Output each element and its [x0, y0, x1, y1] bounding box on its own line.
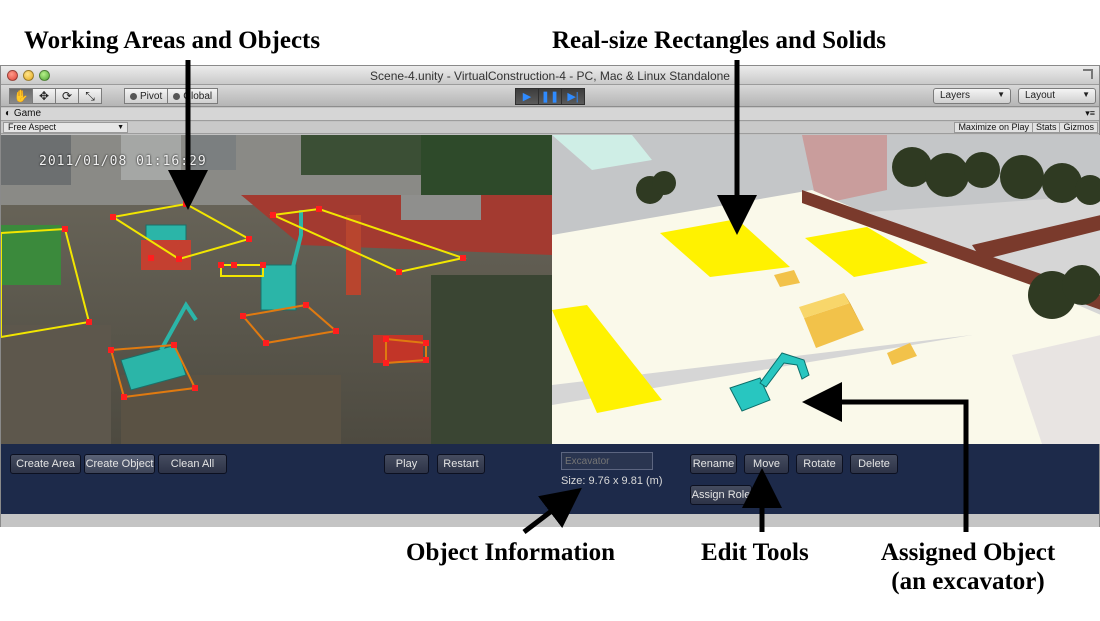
zoom-window-button[interactable]	[39, 70, 50, 81]
window-title: Scene-4.unity - VirtualConstruction-4 - …	[370, 69, 730, 83]
object-name-input[interactable]	[561, 452, 653, 470]
pause-icon[interactable]: ❚❚	[538, 88, 562, 105]
play-button[interactable]: Play	[384, 454, 429, 474]
tab-game[interactable]: ◐ Game	[5, 108, 42, 119]
game-tab-row: ◐ Game ▾≡	[1, 108, 1099, 121]
fullscreen-icon[interactable]	[1083, 69, 1093, 79]
close-window-button[interactable]	[7, 70, 18, 81]
stats-button[interactable]: Stats	[1031, 122, 1061, 133]
annotation-edit-tools: Edit Tools	[701, 539, 809, 566]
play-icon[interactable]: ▶	[515, 88, 539, 105]
gizmos-button[interactable]: Gizmos	[1059, 122, 1098, 133]
layout-label: Layout	[1025, 90, 1056, 101]
panel-menu-icon[interactable]: ▾≡	[1085, 108, 1095, 118]
unity-window: Scene-4.unity - VirtualConstruction-4 - …	[0, 65, 1100, 527]
aspect-label: Free Aspect	[8, 122, 57, 132]
layers-label: Layers	[940, 90, 971, 101]
game-tab-label: Game	[13, 108, 42, 119]
chevron-down-icon: ▼	[1082, 90, 1090, 99]
rotate-icon[interactable]: ⟳	[55, 88, 79, 104]
maximize-on-play-button[interactable]: Maximize on Play	[954, 122, 1033, 133]
virtual-scene-view[interactable]	[552, 135, 1100, 444]
create-area-button[interactable]: Create Area	[10, 454, 81, 474]
annotation-working-areas: Working Areas and Objects	[24, 27, 321, 54]
pivot-label: Pivot	[140, 90, 163, 102]
pivot-toggles: Pivot Global	[124, 88, 219, 104]
pivot-button[interactable]: Pivot	[124, 88, 169, 104]
aspect-dropdown[interactable]: Free Aspect ▼	[3, 122, 128, 133]
hand-icon[interactable]: ✋	[9, 88, 33, 104]
playback-controls: ▶ ❚❚ ▶|	[515, 88, 585, 105]
create-object-button[interactable]: Create Object	[84, 454, 155, 474]
annotation-assigned-line2: (an excavator)	[891, 567, 1045, 595]
construction-site-photo	[1, 135, 552, 444]
annotation-object-info: Object Information	[406, 539, 615, 566]
pivot-icon	[130, 92, 137, 100]
global-label: Global	[183, 90, 213, 102]
delete-button[interactable]: Delete	[850, 454, 898, 474]
rotate-button[interactable]: Rotate	[796, 454, 843, 474]
restart-button[interactable]: Restart	[437, 454, 485, 474]
transform-tools: ✋ ✥ ⟳ ⤡	[9, 88, 102, 104]
camera-feed-view[interactable]: 2011/01/08 01:16:29	[1, 135, 552, 444]
move-button[interactable]: Move	[744, 454, 789, 474]
chevron-down-icon: ▼	[997, 90, 1005, 99]
rename-button[interactable]: Rename	[690, 454, 737, 474]
global-button[interactable]: Global	[167, 88, 219, 104]
control-panel: Create Area Create Object Clean All Play…	[1, 444, 1099, 514]
globe-icon	[173, 92, 181, 100]
annotation-real-size: Real-size Rectangles and Solids	[552, 27, 887, 54]
minimize-window-button[interactable]	[23, 70, 34, 81]
game-view-bar: Free Aspect ▼ Maximize on Play Stats Gizm…	[1, 122, 1099, 134]
title-bar: Scene-4.unity - VirtualConstruction-4 - …	[1, 66, 1099, 85]
object-size-label: Size: 9.76 x 9.81 (m)	[561, 475, 663, 487]
game-view-options: Maximize on Play Stats Gizmos	[954, 122, 1098, 133]
annotation-assigned-object: Assigned Object (an excavator)	[862, 539, 1074, 597]
main-toolbar: ✋ ✥ ⟳ ⤡ Pivot Global ▶ ❚❚ ▶| Layers ▼ Lay…	[1, 85, 1099, 107]
clean-all-button[interactable]: Clean All	[158, 454, 227, 474]
layers-dropdown[interactable]: Layers ▼	[933, 88, 1011, 104]
virtual-construction-scene	[552, 135, 1100, 444]
layout-dropdown[interactable]: Layout ▼	[1018, 88, 1096, 104]
scale-icon[interactable]: ⤡	[78, 88, 102, 104]
status-bar	[1, 514, 1099, 527]
camera-timestamp: 2011/01/08 01:16:29	[39, 154, 207, 169]
move-icon[interactable]: ✥	[32, 88, 56, 104]
assign-role-button[interactable]: Assign Role	[690, 485, 752, 505]
chevron-down-icon: ▼	[117, 124, 124, 131]
annotation-assigned-line1: Assigned Object	[880, 539, 1056, 566]
step-icon[interactable]: ▶|	[561, 88, 585, 105]
